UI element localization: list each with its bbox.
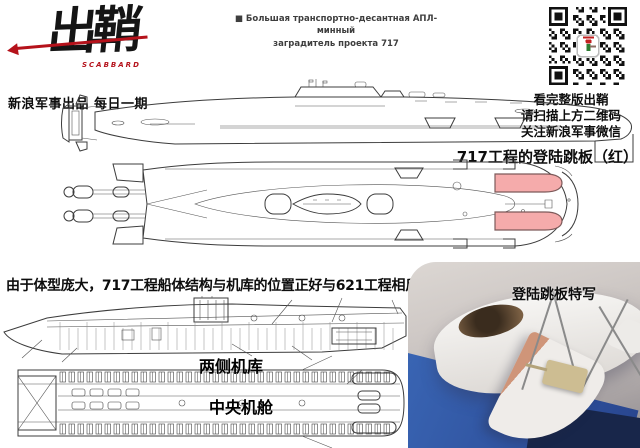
submarine-717-side-view-drawing bbox=[55, 78, 640, 170]
body-text: 由于体型庞大，717工程船体结构与机库的位置正好与621工程相反 bbox=[6, 278, 419, 294]
logo-title: 出鞘 bbox=[44, 0, 140, 62]
submarine-717-top-view-drawing bbox=[55, 156, 590, 268]
logo-subtitle: SCABBARD bbox=[82, 61, 141, 69]
label-central-cabin: 中央机舱 bbox=[209, 398, 274, 417]
photo-label: 登陆跳板特写 bbox=[512, 287, 596, 303]
russian-caption-line1: Большая транспортно-десантная АПЛ-минный bbox=[245, 14, 438, 37]
label-side-hangars: 两侧机库 bbox=[199, 357, 264, 376]
bullet-icon: ■ bbox=[234, 14, 243, 24]
logo-arrowhead-icon bbox=[6, 43, 19, 57]
qr-code bbox=[549, 4, 627, 88]
ramp-closeup-photo: 登陆跳板特写 bbox=[408, 262, 640, 448]
russian-caption-line2: заградитель проекта 717 bbox=[273, 38, 399, 49]
landing-ramp-red-top bbox=[494, 173, 563, 193]
russian-caption: ■ Большая транспортно-десантная АПЛ-минн… bbox=[220, 13, 452, 50]
landing-ramp-red-bottom bbox=[494, 211, 563, 231]
submarine-621-cutaway-drawing bbox=[2, 296, 412, 448]
qr-caption-line2: 请扫描上方二维码 bbox=[520, 108, 621, 123]
